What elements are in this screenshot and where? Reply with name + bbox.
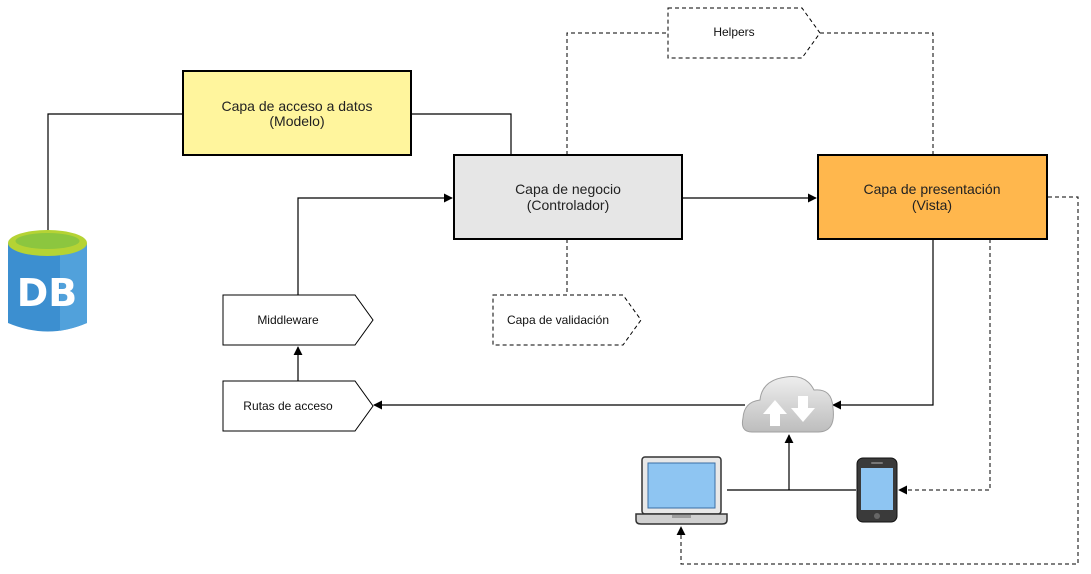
presentation-subtitle: (Vista)	[912, 197, 952, 213]
business-to-helpers-dashed	[566, 32, 668, 155]
data-access-title: Capa de acceso a datos	[222, 98, 373, 114]
routes-tag: Rutas de acceso	[222, 380, 374, 432]
helpers-tag: Helpers	[667, 7, 821, 59]
business-subtitle: (Controlador)	[527, 197, 609, 213]
business-title: Capa de negocio	[515, 181, 621, 197]
presentation-to-cloud-arrow	[832, 239, 934, 410]
helpers-to-presentation-dashed	[820, 32, 934, 155]
business-layer-box: Capa de negocio (Controlador)	[453, 154, 683, 240]
middleware-to-business-arrow	[297, 193, 453, 295]
middleware-tag: Middleware	[222, 294, 374, 346]
validation-tag: Capa de validación	[492, 294, 642, 346]
dashed-connectors	[566, 32, 1079, 565]
data-access-to-business-line	[411, 113, 512, 155]
database-label: DB	[17, 271, 78, 315]
presentation-to-phone-dashed	[898, 239, 991, 495]
middleware-label: Middleware	[257, 313, 319, 327]
presentation-layer-box: Capa de presentación (Vista)	[817, 154, 1048, 240]
helpers-label: Helpers	[713, 25, 754, 39]
data-access-layer-box: Capa de acceso a datos (Modelo)	[182, 70, 412, 156]
routes-label: Rutas de acceso	[243, 399, 333, 413]
cloud-icon	[741, 376, 834, 433]
database-icon: DB	[8, 230, 87, 332]
validation-label: Capa de validación	[507, 313, 609, 327]
laptop-icon	[635, 456, 728, 525]
connectors	[47, 113, 934, 491]
presentation-title: Capa de presentación	[864, 181, 1001, 197]
presentation-to-laptop-dashed	[676, 196, 1079, 565]
data-access-subtitle: (Modelo)	[269, 113, 324, 129]
smartphone-icon	[856, 457, 898, 523]
db-to-data-access-line	[47, 113, 183, 230]
